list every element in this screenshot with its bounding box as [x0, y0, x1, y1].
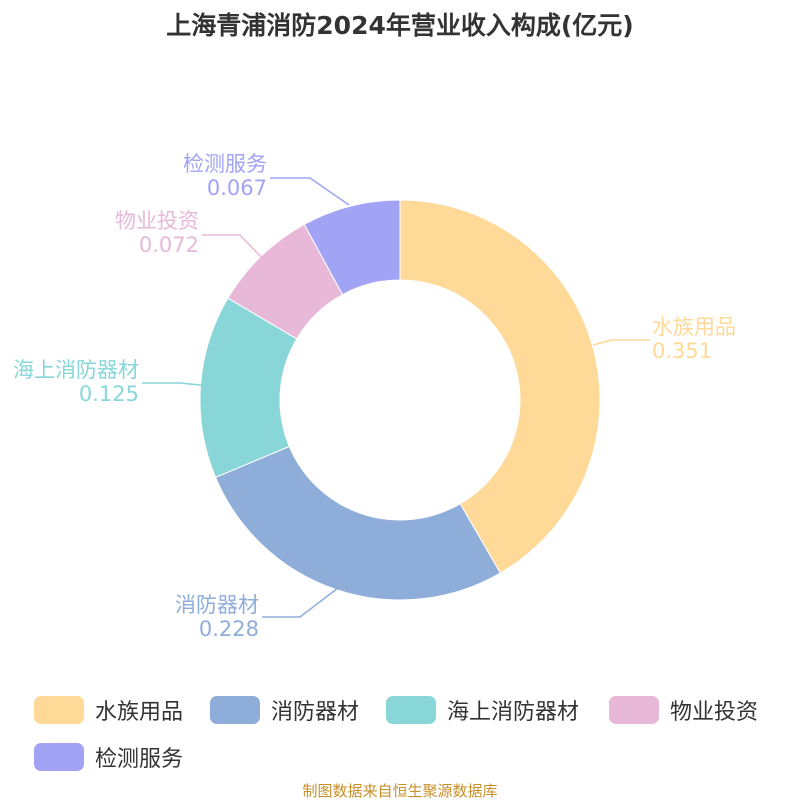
- legend-label: 消防器材: [271, 700, 360, 725]
- slice-0[interactable]: [399, 199, 601, 574]
- legend-swatch: [609, 696, 659, 724]
- legend-item-2[interactable]: 海上消防器材: [386, 694, 579, 726]
- legend-label: 海上消防器材: [447, 700, 580, 725]
- legend-swatch: [34, 696, 84, 724]
- legend-label: 检测服务: [95, 747, 184, 772]
- leader-line-1: [262, 587, 339, 618]
- legend-swatch: [386, 696, 436, 724]
- legend-label: 物业投资: [670, 700, 759, 725]
- legend-item-0[interactable]: 水族用品: [34, 694, 183, 726]
- legend-item-4[interactable]: 检测服务: [34, 741, 183, 773]
- leader-line-3: [202, 234, 263, 259]
- legend-swatch: [210, 696, 260, 724]
- legend-swatch: [34, 743, 84, 771]
- source-note: 制图数据来自恒生聚源数据库: [302, 782, 498, 800]
- slice-1[interactable]: [214, 445, 502, 601]
- leader-line-4: [270, 177, 350, 206]
- leader-line-2: [142, 382, 211, 387]
- slice-4[interactable]: [303, 199, 401, 296]
- legend-label: 水族用品: [95, 700, 184, 725]
- chart-title: 上海青浦消防2024年营业收入构成(亿元): [166, 11, 634, 40]
- legend-item-1[interactable]: 消防器材: [210, 694, 359, 726]
- leader-line-0: [592, 339, 650, 346]
- legend-item-3[interactable]: 物业投资: [609, 694, 758, 726]
